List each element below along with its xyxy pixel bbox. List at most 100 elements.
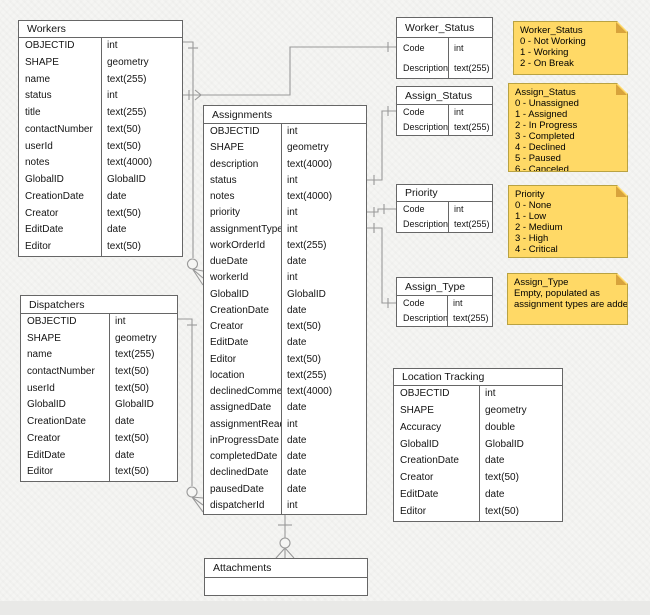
entity-title: Attachments — [205, 559, 367, 578]
field-name: Creator — [210, 321, 244, 332]
connector-dispatchers-assignments[interactable] — [178, 318, 193, 486]
field-type: date — [281, 432, 366, 449]
field-type: int — [101, 88, 182, 106]
field-name — [205, 578, 285, 595]
field-name: workOrderId — [210, 239, 266, 251]
many-marker — [192, 268, 204, 286]
field-name: Editor — [210, 353, 237, 365]
field-name: EditDate — [27, 449, 66, 461]
field-type: geometry — [109, 330, 177, 348]
field-name: Code — [403, 204, 425, 214]
field-type: int — [101, 38, 182, 55]
note-title: Assign_Type — [514, 277, 569, 288]
field-name: declinedDate — [210, 467, 269, 479]
field-row: Editor text(50) — [21, 464, 177, 481]
field-name: CreationDate — [400, 455, 459, 467]
field-name: OBJECTID — [400, 388, 450, 399]
field-type: date — [281, 400, 366, 417]
field-row: pausedDate date — [204, 481, 366, 498]
field-type: geometry — [101, 54, 182, 72]
field-name: location — [210, 369, 245, 381]
field-type: GlobalID — [109, 397, 177, 415]
connector-assignments-assign-status[interactable] — [367, 110, 396, 181]
many-marker — [188, 89, 202, 101]
field-type: text(50) — [109, 430, 177, 448]
entity-attachments[interactable]: Attachments — [204, 558, 368, 596]
field-name: Code — [403, 298, 425, 308]
field-name: SHAPE — [400, 404, 434, 416]
field-row: declinedCommenttext(4000) — [204, 384, 366, 401]
field-name: Editor — [27, 466, 54, 478]
field-name: priority — [210, 207, 241, 219]
field-name: name — [27, 349, 53, 361]
note-line: 2 - Medium — [515, 222, 563, 233]
field-name: Accuracy — [400, 421, 442, 433]
field-name: Editor — [25, 241, 52, 253]
field-type: text(255) — [281, 367, 366, 384]
note-line: 2 - In Progress — [515, 120, 578, 131]
field-type: date — [281, 254, 366, 271]
field-name: title — [25, 107, 41, 119]
field-type: date — [281, 481, 366, 498]
field-name: assignedDate — [210, 402, 272, 414]
field-name: CreationDate — [210, 304, 269, 316]
connector-assignments-assign-type[interactable] — [367, 227, 396, 304]
field-type: text(4000) — [281, 156, 366, 173]
connector-workers-assignments[interactable] — [183, 41, 194, 258]
connector-assignments-priority[interactable] — [367, 208, 396, 213]
field-type: int — [281, 270, 366, 287]
zero-marker — [186, 258, 199, 270]
field-row: dispatcherId int — [204, 497, 366, 514]
field-type: text(50) — [101, 121, 182, 139]
field-type: GlobalID — [281, 286, 366, 303]
zero-marker — [186, 486, 198, 498]
many-marker — [275, 547, 295, 559]
connector-workers-worker-status[interactable] — [183, 46, 396, 96]
field-type: text(50) — [109, 464, 177, 481]
note-title: Assign_Status — [515, 87, 576, 98]
field-row — [205, 578, 367, 595]
field-name: dispatcherId — [210, 499, 265, 511]
field-type: int — [281, 497, 366, 514]
note-line: 0 - Not Working — [520, 36, 586, 47]
field-type: int — [281, 221, 366, 238]
field-name: assignmentType — [210, 223, 281, 235]
field-name: pausedDate — [210, 483, 264, 495]
field-name: Editor — [400, 506, 427, 518]
field-type: text(50) — [109, 364, 177, 381]
field-type: date — [109, 447, 177, 465]
field-type: text(50) — [479, 470, 562, 488]
field-name: CreationDate — [25, 190, 84, 202]
